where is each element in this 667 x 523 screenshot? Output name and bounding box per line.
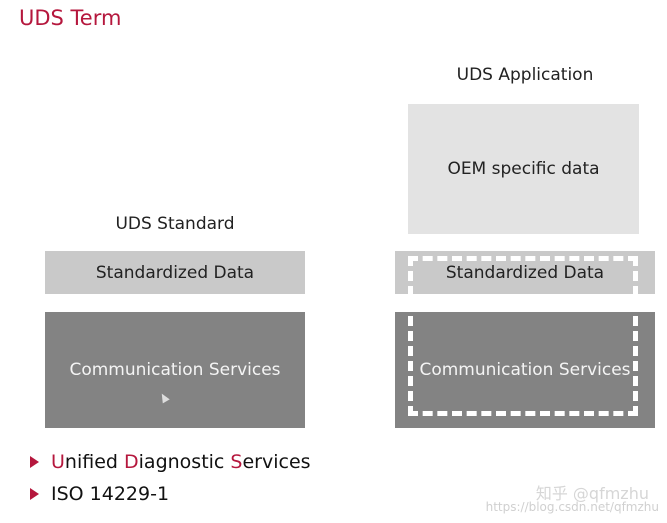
left-communication-services-label: Communication Services	[69, 360, 281, 380]
oem-specific-data-box: OEM specific data	[408, 104, 639, 234]
bullet-text-part: nified	[64, 451, 124, 473]
bullet-letter-s: S	[230, 451, 243, 473]
bullet-text-part: ervices	[242, 451, 311, 473]
uds-application-caption: UDS Application	[456, 65, 594, 85]
bullet-arrow-icon	[30, 456, 39, 468]
watermark-text: 知乎 @qfmzhu	[535, 484, 649, 503]
right-communication-services-label: Communication Services	[419, 360, 631, 380]
bullet-item-uds: Unified Diagnostic Services	[30, 446, 311, 478]
bullet-arrow-icon	[30, 488, 39, 500]
oem-specific-data-label: OEM specific data	[447, 159, 600, 179]
right-standardized-data-label: Standardized Data	[445, 262, 605, 283]
bullet-item-iso: ISO 14229-1	[30, 478, 311, 510]
left-standardized-data-label: Standardized Data	[95, 262, 255, 283]
bullet-list: Unified Diagnostic Services ISO 14229-1	[30, 446, 311, 510]
bullet-text-uds: Unified Diagnostic Services	[51, 451, 311, 473]
bullet-letter-d: D	[124, 451, 139, 473]
watermark-url: https://blog.csdn.net/qfmzhu	[485, 500, 659, 514]
right-standardized-data-box: Standardized Data	[395, 251, 655, 294]
left-communication-services-box: Communication Services	[45, 312, 305, 428]
right-communication-services-box: Communication Services	[395, 312, 655, 428]
left-standardized-data-box: Standardized Data	[45, 251, 305, 294]
uds-standard-caption: UDS Standard	[115, 214, 235, 234]
bullet-text-iso: ISO 14229-1	[51, 483, 170, 505]
bullet-letter-u: U	[51, 451, 65, 473]
slide-title: UDS Term	[19, 6, 122, 30]
bullet-text-part: iagnostic	[138, 451, 231, 473]
